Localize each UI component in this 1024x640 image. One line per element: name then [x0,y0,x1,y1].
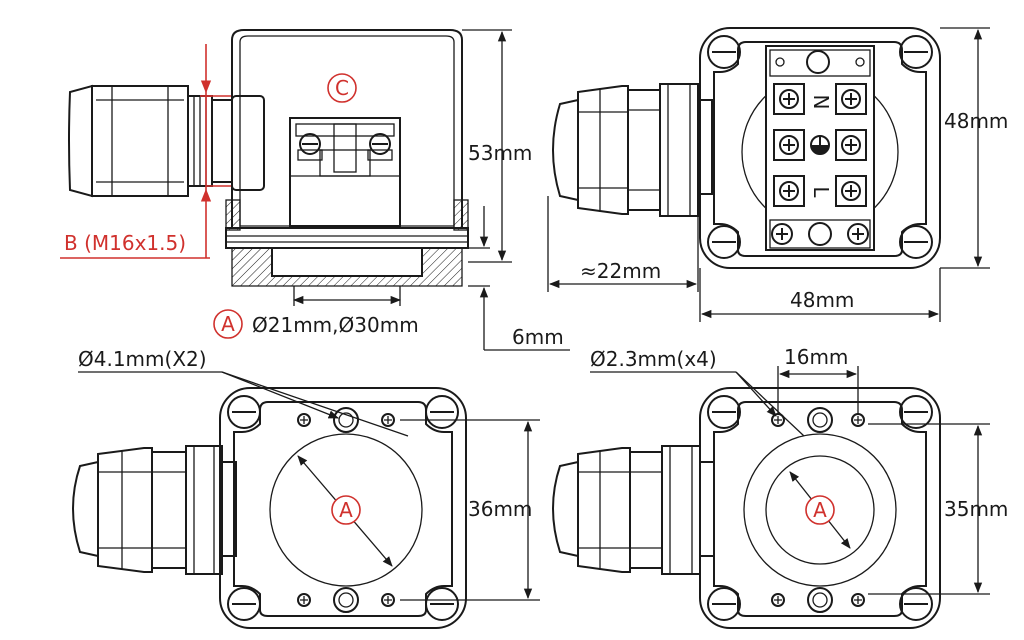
gland-length-dimension: ≈22mm [547,196,699,292]
base-view-right: A Ø2.3mm(x4) 16mm 35mm [552,345,1008,629]
base-right-enclosure: A [699,387,941,629]
top-width-label: 48mm [790,288,854,312]
marker-a-base-left-letter: A [339,498,353,522]
opening-diameters-label: Ø21mm,Ø30mm [252,313,419,337]
side-enclosure-body [225,29,469,306]
side-section-view: B (M16x1.5) [60,29,570,351]
base-left-enclosure: A [219,387,467,629]
marker-a-side-letter: A [221,312,235,336]
top-width-dimension: 48mm [699,268,941,322]
ground-symbol-icon [810,135,830,155]
top-view: N L 48mm 48mm ≈22mm [547,27,1008,322]
hole-small-callout: Ø2.3mm(x4) [590,347,805,437]
terminal-l-mark: L [809,186,833,198]
hole-small-label: Ø2.3mm(x4) [590,347,717,371]
height-left-dimension: 36mm [400,419,540,601]
top-enclosure-body: N L [699,27,941,269]
side-height-dimension: 53mm [462,29,532,263]
hole-large-callout: Ø4.1mm(X2) [78,347,409,437]
hole-large-label: Ø4.1mm(X2) [78,347,207,371]
top-height-dimension: 48mm [940,27,1008,269]
marker-a-side: A Ø21mm,Ø30mm [213,309,419,339]
spacing-label: 16mm [784,345,848,369]
height-left-label: 36mm [468,497,532,521]
base-offset-label: 6mm [512,325,564,349]
thread-dimension: B (M16x1.5) [60,44,212,259]
terminal-n-mark: N [809,95,833,110]
base-right-cable-gland [552,445,715,575]
height-right-dimension: 35mm [868,423,1008,595]
terminal-screws [773,83,867,207]
marker-a-base-right-letter: A [813,498,827,522]
base-left-cable-gland [72,445,237,575]
top-cable-gland [552,83,713,217]
gland-length-label: ≈22mm [580,259,661,283]
thread-label: B (M16x1.5) [64,231,186,255]
spacing-dimension: 16mm [777,345,859,414]
side-cable-gland [68,84,265,198]
side-height-label: 53mm [468,141,532,165]
base-view-left: A Ø4.1mm(X2) 36mm [72,347,540,629]
top-height-label: 48mm [944,109,1008,133]
marker-c: C [327,73,357,103]
base-offset-dimension: 6mm [468,206,570,351]
marker-c-letter: C [335,76,349,100]
height-right-label: 35mm [944,497,1008,521]
